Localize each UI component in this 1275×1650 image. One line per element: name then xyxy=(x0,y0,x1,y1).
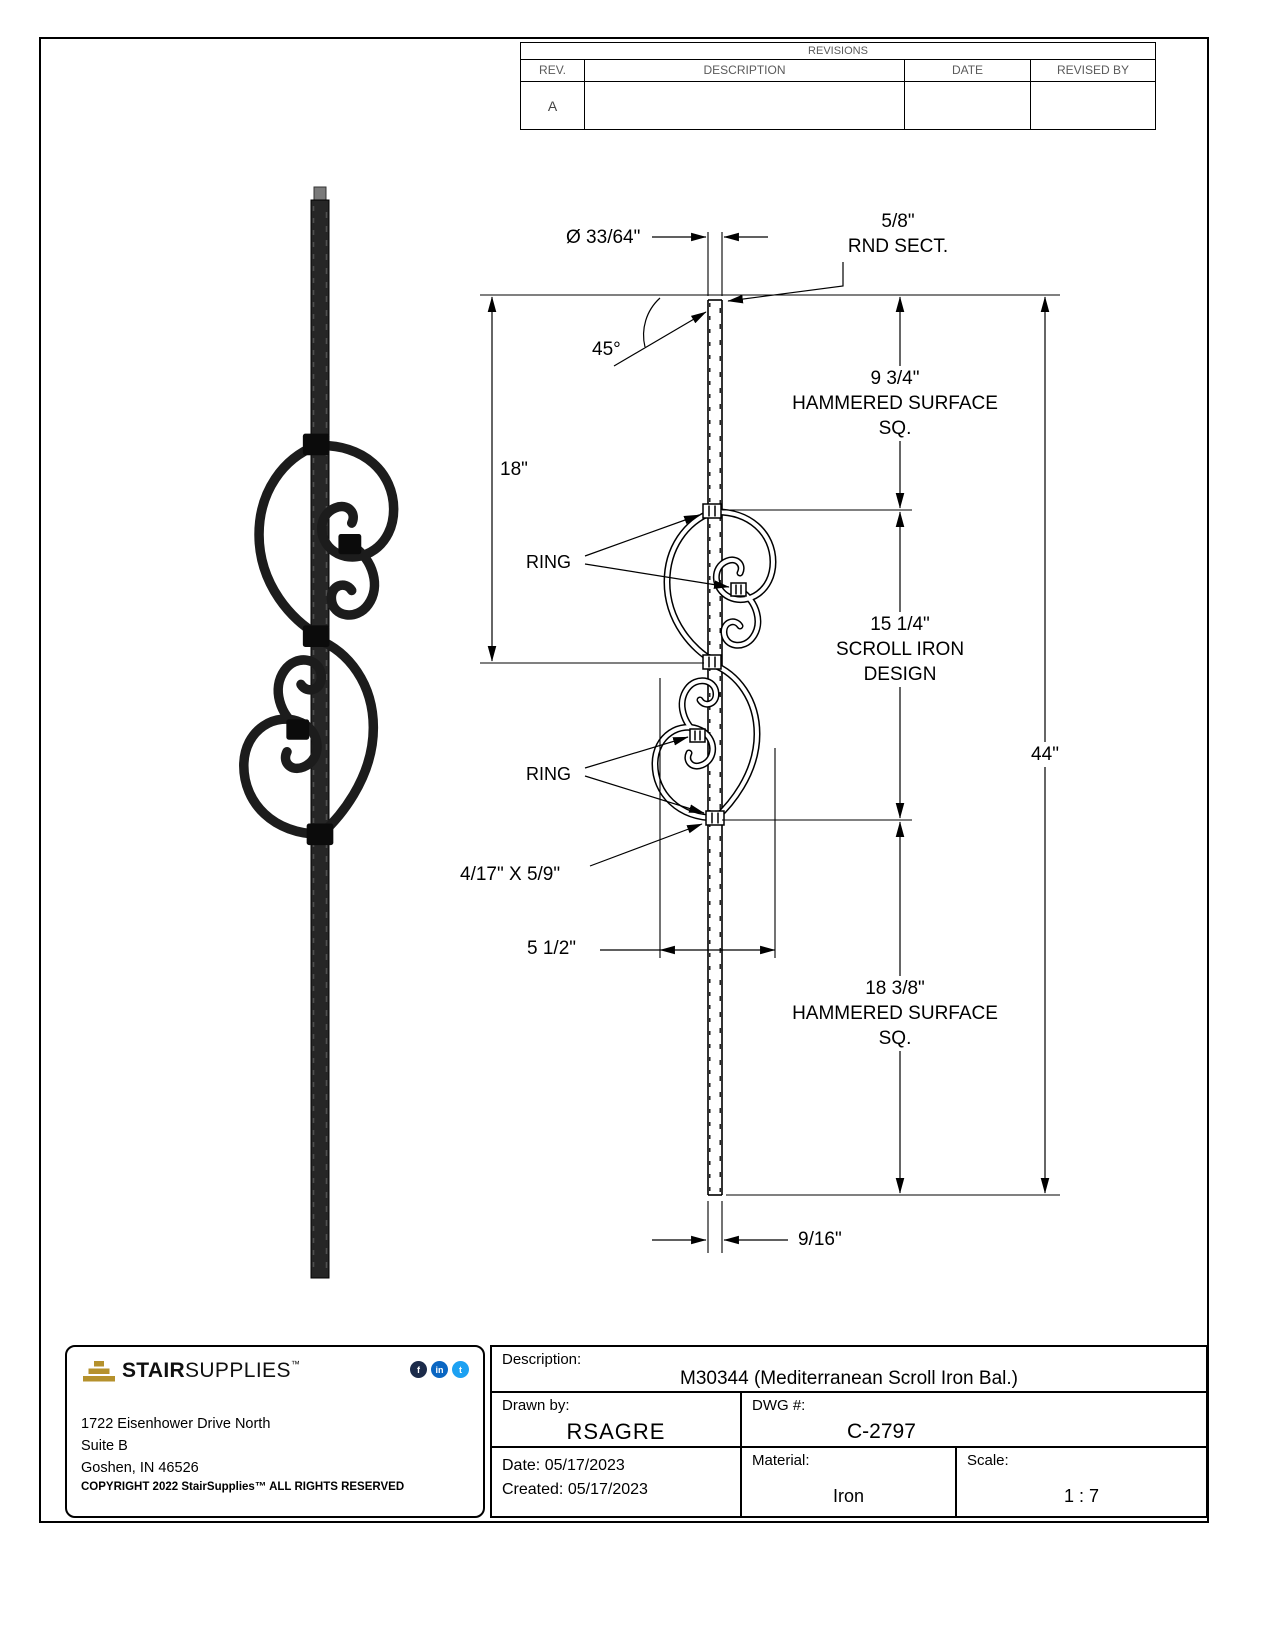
dim-scroll-design-label: 15 1/4" SCROLL IRON DESIGN xyxy=(830,612,970,687)
revisions-table: REVISIONS REV. DESCRIPTION DATE REVISED … xyxy=(520,42,1156,130)
created-value: 05/17/2023 xyxy=(567,1481,648,1498)
ring-top-label: RING xyxy=(526,552,571,572)
dim-18in-label: 18" xyxy=(495,457,533,482)
dates-cell: Date: 05/17/2023 Created: 05/17/2023 xyxy=(492,1448,742,1516)
date-line: Date: 05/17/2023 xyxy=(502,1454,740,1478)
date-material-scale-row: Date: 05/17/2023 Created: 05/17/2023 Mat… xyxy=(492,1448,1206,1516)
dim-round-section-label: 5/8" RND SECT. xyxy=(847,211,949,257)
revisions-col-revised-by: REVISED BY xyxy=(1056,63,1130,77)
dim-hammered-bottom-label: 18 3/8" HAMMERED SURFACE SQ. xyxy=(787,976,1003,1051)
baluster-render xyxy=(239,186,399,1279)
material-cell: Material: Iron xyxy=(742,1448,957,1516)
revision-date-cell xyxy=(905,82,1031,129)
revision-description-cell xyxy=(585,82,905,129)
dim-bar-section-label: 4/17" X 5/9" xyxy=(460,864,561,885)
created-label: Created: xyxy=(502,1481,564,1498)
brand-stair: STAIR xyxy=(122,1359,185,1382)
brand-name: STAIRSUPPLIES™ xyxy=(122,1359,300,1383)
revisions-col-date: DATE xyxy=(905,60,1031,81)
created-line: Created: 05/17/2023 xyxy=(502,1478,740,1502)
revisions-col-rev: REV. xyxy=(521,60,585,81)
revisions-header-row: REV. DESCRIPTION DATE REVISED BY xyxy=(521,60,1155,82)
title-block-info: Description: M30344 (Mediterranean Scrol… xyxy=(490,1345,1208,1518)
facebook-icon: f xyxy=(410,1361,427,1378)
company-address: 1722 Eisenhower Drive North Suite B Gosh… xyxy=(81,1416,271,1476)
drawn-by-cell: Drawn by: RSAGRE xyxy=(492,1393,742,1446)
dim-44in-label: 44" xyxy=(1026,742,1064,767)
dwg-label: DWG #: xyxy=(752,1397,806,1414)
baluster-line-drawing xyxy=(651,299,777,1196)
twitter-icon: t xyxy=(452,1361,469,1378)
date-label: Date: xyxy=(502,1457,541,1474)
material-label: Material: xyxy=(752,1452,810,1469)
drawn-by-label: Drawn by: xyxy=(502,1397,570,1414)
sheet-border xyxy=(39,37,1209,1523)
revision-revised-by-cell xyxy=(1031,82,1155,129)
scale-label: Scale: xyxy=(967,1452,1009,1469)
material-value: Iron xyxy=(832,1485,865,1506)
drawn-by-value: RSAGRE xyxy=(566,1418,666,1444)
revisions-col-description: DESCRIPTION xyxy=(585,60,905,81)
ring-bottom-label: RING xyxy=(526,764,571,784)
scale-value: 1 : 7 xyxy=(1063,1485,1100,1506)
revision-letter: A xyxy=(521,82,585,129)
linkedin-icon: in xyxy=(431,1361,448,1378)
brand-logo-row: STAIRSUPPLIES™ xyxy=(83,1359,300,1383)
copyright-notice: COPYRIGHT 2022 StairSupplies™ ALL RIGHTS… xyxy=(81,1481,405,1493)
description-value: M30344 (Mediterranean Scroll Iron Bal.) xyxy=(680,1368,1018,1389)
dim-bottom-width-label: 9/16" xyxy=(798,1229,842,1250)
drawn-dwg-row: Drawn by: RSAGRE DWG #: C-2797 xyxy=(492,1393,1206,1448)
dim-scroll-width-label: 5 1/2" xyxy=(527,938,577,959)
ring-collars xyxy=(689,503,747,826)
description-row: Description: M30344 (Mediterranean Scrol… xyxy=(492,1347,1206,1393)
dim-diameter-label: Ø 33/64" xyxy=(566,227,641,248)
title-block-brand: STAIRSUPPLIES™ f in t 1722 Eisenhower Dr… xyxy=(65,1345,485,1518)
scale-cell: Scale: 1 : 7 xyxy=(957,1448,1206,1516)
description-label: Description: xyxy=(502,1351,582,1368)
dwg-cell: DWG #: C-2797 xyxy=(742,1393,1206,1446)
brand-supplies: SUPPLIES xyxy=(184,1359,291,1382)
stairsupplies-logo-icon xyxy=(83,1361,115,1382)
dwg-value: C-2797 xyxy=(847,1419,916,1443)
dim-hammered-top-label: 9 3/4" HAMMERED SURFACE SQ. xyxy=(787,366,1003,441)
brand-tm: ™ xyxy=(290,1359,300,1369)
date-value: 05/17/2023 xyxy=(544,1457,625,1474)
revisions-title: REVISIONS xyxy=(521,43,1155,60)
social-icons: f in t xyxy=(410,1361,469,1378)
dim-angle-label: 45° xyxy=(592,339,621,360)
leader-lines xyxy=(584,262,844,867)
revisions-data-row: A xyxy=(521,82,1155,129)
baluster-render-scroll xyxy=(239,433,399,846)
